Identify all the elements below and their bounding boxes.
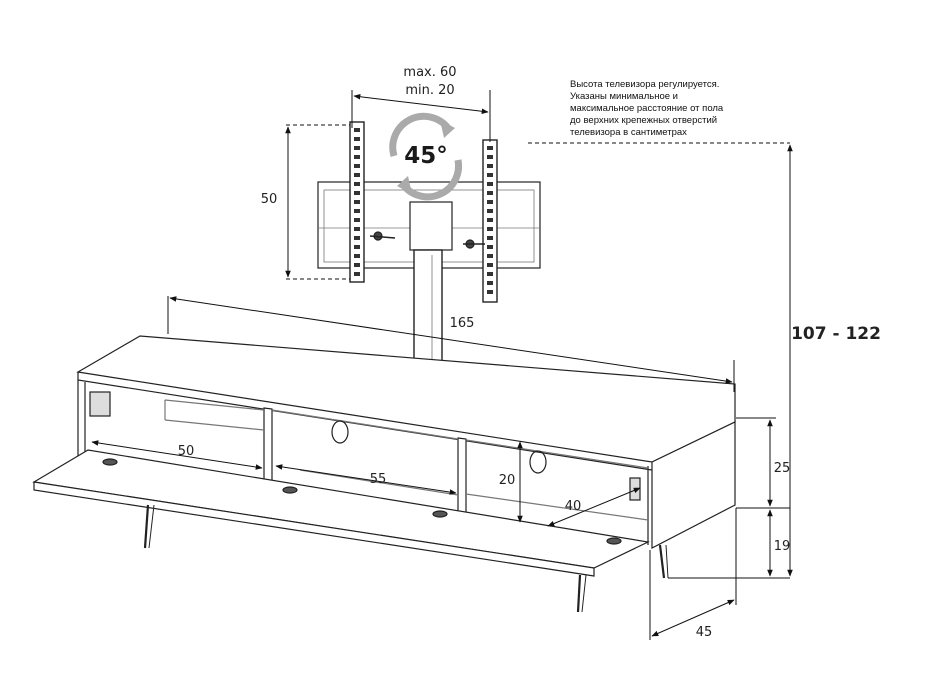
rail-slot	[487, 164, 493, 168]
rail-slot	[487, 200, 493, 204]
shelf-right-width-label: 40	[565, 499, 582, 514]
rail-slot	[354, 272, 360, 276]
rail-slot	[354, 254, 360, 258]
top-width-dimension	[351, 90, 491, 142]
rail-slot	[487, 281, 493, 285]
side-height-dimensions	[528, 142, 793, 579]
rail-slot	[487, 173, 493, 177]
bracket-height-dimension	[285, 124, 350, 280]
cabinet-length-dimension	[167, 296, 735, 392]
rail-slot	[354, 137, 360, 141]
top-width-max-label: max. 60	[403, 65, 456, 80]
total-height-label: 107 - 122	[791, 324, 881, 344]
height-note: Высота телевизора регулируется. Указаны …	[570, 79, 724, 138]
note-line: Указаны минимальное и	[570, 91, 678, 102]
depth-label: 45	[696, 625, 713, 640]
note-line: Высота телевизора регулируется.	[570, 79, 719, 90]
note-line: до верхних крепежных отверстий	[570, 115, 717, 126]
rail-slot	[487, 245, 493, 249]
rail-slot	[487, 272, 493, 276]
rail-slot	[354, 173, 360, 177]
note-line: максимальное расстояние от пола	[570, 103, 724, 114]
top-width-min-label: min. 20	[405, 83, 454, 98]
rail-slot	[354, 128, 360, 132]
rail-slot	[487, 254, 493, 258]
rail-slot	[487, 227, 493, 231]
shelf-dimensions	[91, 440, 641, 527]
rail-slot	[354, 263, 360, 267]
rail-slot	[487, 182, 493, 186]
leg-height-label: 19	[774, 539, 791, 554]
rotation-label: 45°	[404, 143, 448, 169]
rail-slot	[354, 236, 360, 240]
rail-slot	[487, 236, 493, 240]
rotation-icon	[389, 112, 463, 201]
shelf-left-width-label: 50	[178, 444, 195, 459]
note-line: телевизора в сантиметрах	[570, 127, 687, 138]
rail-slot	[354, 182, 360, 186]
rail-slots	[354, 128, 493, 294]
cabinet-length-label: 165	[450, 316, 475, 331]
rail-slot	[487, 290, 493, 294]
rail-slot	[354, 146, 360, 150]
rail-slot	[487, 191, 493, 195]
rail-slot	[354, 218, 360, 222]
rail-slot	[487, 146, 493, 150]
cabinet-body-height-label: 25	[774, 461, 791, 476]
rail-slot	[354, 191, 360, 195]
bracket-height-label: 50	[261, 192, 278, 207]
rail-slot	[487, 218, 493, 222]
shelf-middle-width-label: 55	[370, 472, 387, 487]
rail-slot	[487, 263, 493, 267]
rail-slot	[487, 155, 493, 159]
rail-slot	[354, 227, 360, 231]
rail-slot	[487, 209, 493, 213]
shelf-right-height-label: 20	[499, 473, 516, 488]
rail-slot	[354, 155, 360, 159]
rail-slot	[354, 164, 360, 168]
rail-slot	[354, 200, 360, 204]
rail-slot	[354, 245, 360, 249]
depth-dimension	[649, 508, 737, 640]
rail-slot	[354, 209, 360, 213]
